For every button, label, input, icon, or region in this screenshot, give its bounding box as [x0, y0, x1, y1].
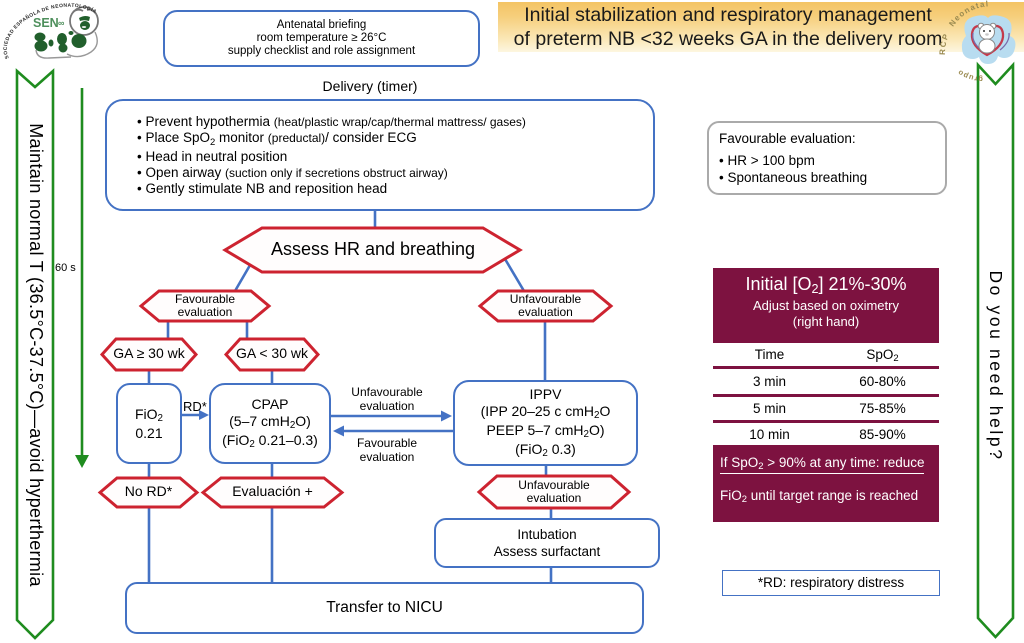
svg-text:RCP: RCP [938, 32, 951, 56]
svg-text:∞: ∞ [58, 18, 65, 28]
svg-text:SEN: SEN [33, 16, 59, 30]
